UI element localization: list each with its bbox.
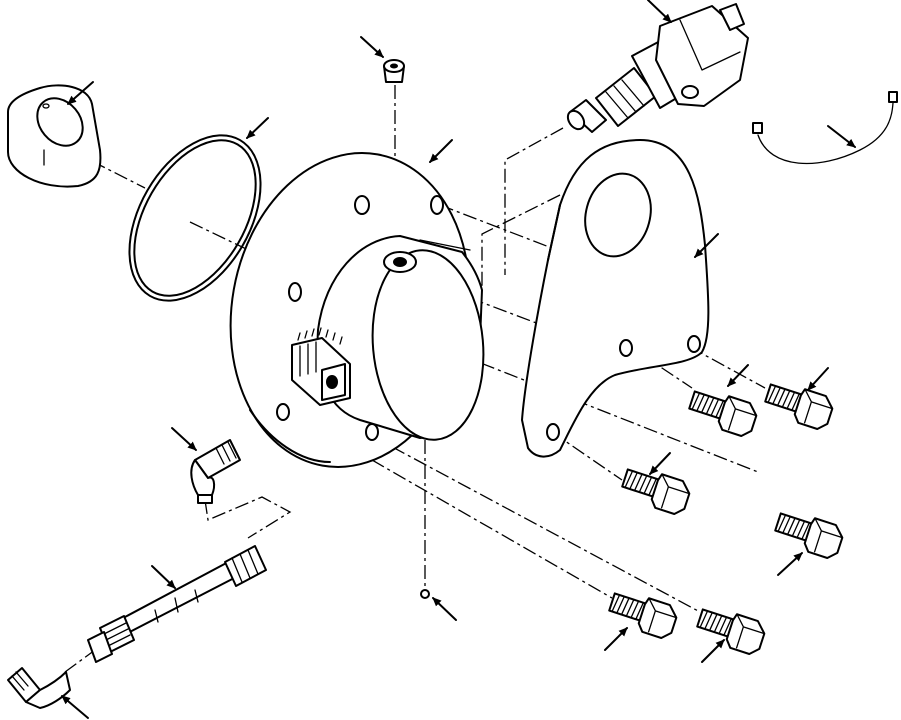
callout-arrow: [807, 367, 829, 391]
bolt-2: [761, 377, 837, 433]
callout-arrow: [432, 597, 457, 621]
callout-arrow: [171, 427, 197, 451]
solenoid-valve: [566, 3, 749, 133]
callout-arrow: [151, 565, 176, 589]
callout-arrow: [647, 0, 672, 23]
plug: [383, 59, 405, 83]
elbow-fitting: [190, 439, 241, 504]
bolt-4: [771, 506, 847, 562]
callout-arrow: [827, 125, 856, 148]
cap: [7, 84, 102, 188]
callout-arrow: [727, 364, 749, 387]
callout-arrow: [777, 552, 803, 576]
callout-arrow: [67, 81, 94, 105]
elbow-fitting-lower: [7, 667, 71, 709]
connector-block: [291, 327, 351, 406]
bolts: [605, 377, 847, 658]
pin: [420, 589, 430, 599]
bolt-1: [685, 384, 761, 440]
bracket: [521, 139, 710, 458]
hose-assembly: [87, 545, 267, 663]
housing: [229, 152, 485, 468]
wire: [752, 91, 898, 165]
bolt-3: [618, 462, 694, 518]
callout-arrow: [246, 117, 269, 139]
callout-arrow: [694, 233, 719, 258]
callout-arrow: [429, 139, 453, 163]
callout-arrow: [701, 639, 725, 663]
callout-arrows: [61, 0, 856, 719]
callout-arrow: [61, 695, 89, 719]
bolt-6: [693, 602, 769, 658]
callout-arrow: [360, 36, 384, 58]
callout-arrow: [649, 452, 671, 475]
callout-arrow: [604, 627, 628, 651]
o-ring: [128, 134, 262, 302]
